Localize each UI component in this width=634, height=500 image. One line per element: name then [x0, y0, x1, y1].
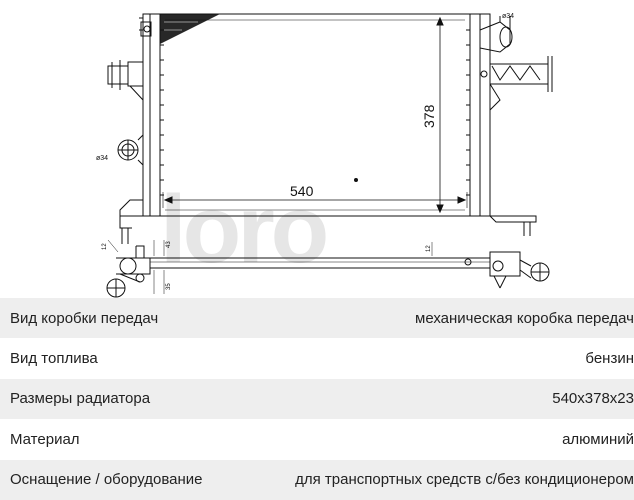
spec-row-gearbox: Вид коробки передач механическая коробка…	[0, 298, 634, 339]
pipe-dim-left: ø34	[96, 155, 108, 162]
spec-label: Вид коробки передач	[10, 309, 159, 327]
side-view: 12 43 35 12	[102, 239, 550, 298]
width-dimension: 540	[162, 183, 468, 208]
spec-row-equipment: Оснащение / оборудование для транспортны…	[0, 459, 634, 500]
spec-table: Вид коробки передач механическая коробка…	[0, 298, 634, 500]
spec-label: Оснащение / оборудование	[10, 471, 203, 489]
height-dim-label: 378	[421, 104, 437, 128]
pipe-dim-top: ø34	[502, 13, 514, 20]
side-dim-43: 43	[166, 241, 172, 248]
spec-value: 540x378x23	[552, 390, 634, 408]
spec-value: для транспортных средств с/без кондицион…	[295, 471, 634, 489]
spec-label: Размеры радиатора	[10, 390, 151, 408]
width-dim-label: 540	[290, 183, 314, 199]
watermark-logo: loro	[160, 176, 326, 283]
spec-value: бензин	[585, 350, 634, 368]
spec-value: механическая коробка передач	[415, 309, 634, 327]
right-tank	[466, 13, 553, 236]
side-dim-12-right: 12	[426, 245, 432, 252]
spec-row-dimensions: Размеры радиатора 540x378x23	[0, 378, 634, 420]
spec-row-fuel: Вид топлива бензин	[0, 338, 634, 378]
spec-value: алюминий	[562, 430, 634, 448]
radiator-technical-drawing: loro	[96, 13, 553, 298]
left-tank	[107, 13, 164, 244]
height-dimension: 378	[421, 16, 444, 214]
side-dim-12-left: 12	[102, 243, 108, 250]
spec-row-material: Материал алюминий	[0, 419, 634, 459]
side-dim-35: 35	[166, 283, 172, 290]
spec-label: Вид топлива	[10, 350, 98, 368]
spec-label: Материал	[10, 430, 80, 448]
